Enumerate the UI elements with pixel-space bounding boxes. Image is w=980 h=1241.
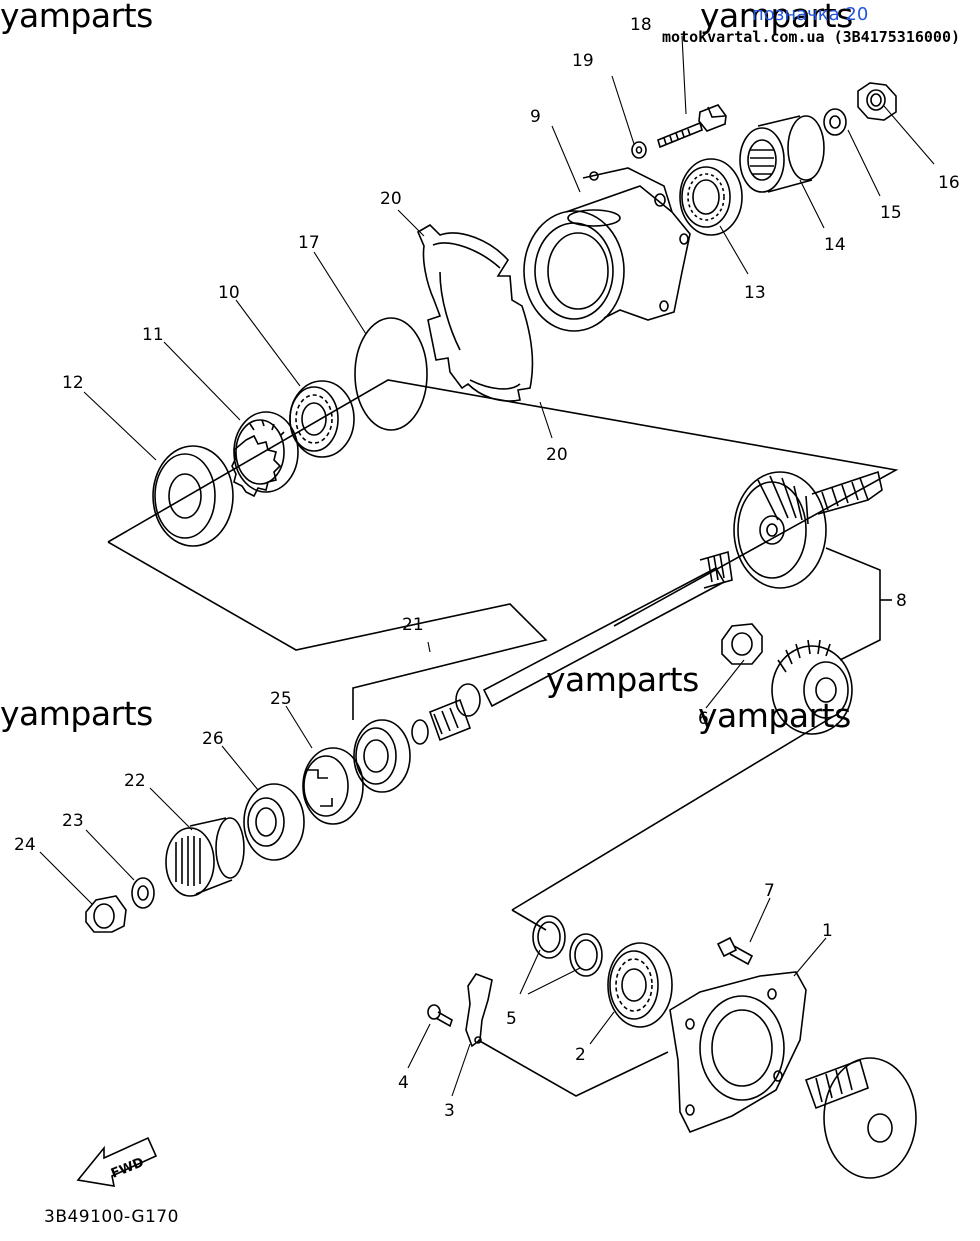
- part-9-housing[interactable]: [523, 167, 691, 332]
- part-25-bearing[interactable]: [353, 719, 411, 793]
- callout-18: 18: [630, 15, 652, 35]
- callout-14: 14: [824, 235, 846, 255]
- leader-lines: [39, 35, 935, 1097]
- part-3-plate[interactable]: [465, 973, 493, 1048]
- watermark-left: yamparts: [0, 694, 153, 733]
- callout-10: 10: [218, 283, 240, 303]
- part-1-housing[interactable]: [669, 971, 807, 1134]
- callout-6: 6: [698, 709, 709, 729]
- assembly-boundary-lower: [511, 715, 835, 911]
- callout-5: 5: [506, 1009, 517, 1029]
- part-21-shaft[interactable]: [411, 550, 733, 745]
- part-15-washer[interactable]: [823, 108, 847, 136]
- part-26-seal[interactable]: [243, 783, 305, 861]
- callout-16: 16: [938, 173, 960, 193]
- callout-17: 17: [298, 233, 320, 253]
- part-6-nut[interactable]: [721, 623, 763, 665]
- part-12-bearing[interactable]: [152, 445, 234, 547]
- callout-4: 4: [398, 1073, 409, 1093]
- callout-22: 22: [124, 771, 146, 791]
- callout-1: 1: [822, 921, 833, 941]
- fwd-arrow: FWD: [76, 1136, 158, 1187]
- part-18-bolt[interactable]: [657, 104, 727, 149]
- callout-12: 12: [62, 373, 84, 393]
- callout-25: 25: [270, 689, 292, 709]
- part-7-bolt[interactable]: [716, 936, 754, 966]
- part-8-bevel-gear[interactable]: [733, 470, 883, 589]
- part-24-nut[interactable]: [85, 895, 127, 933]
- part-20-gasket[interactable]: [416, 223, 534, 402]
- assembly-boundary-upper: [107, 379, 899, 627]
- callout-15: 15: [880, 203, 902, 223]
- watermark-top-right: yamparts: [700, 0, 853, 35]
- part-16-nut[interactable]: [857, 82, 897, 121]
- fwd-label: FWD: [109, 1155, 146, 1182]
- assembly-boundary-middle: [107, 541, 548, 720]
- part-23-washer[interactable]: [131, 877, 155, 909]
- callout-8: 8: [896, 591, 907, 611]
- callout-19: 19: [572, 51, 594, 71]
- part-2-bearing[interactable]: [607, 942, 673, 1028]
- part-17-o-ring[interactable]: [354, 317, 428, 431]
- assembly-boundary-bottom: [477, 1039, 669, 1097]
- callout-9: 9: [530, 107, 541, 127]
- part-4-screw[interactable]: [427, 1004, 453, 1028]
- part-22-needle-bearing[interactable]: [165, 817, 245, 897]
- part-10-bearing[interactable]: [289, 380, 355, 458]
- callout-13: 13: [744, 283, 766, 303]
- part-8-pinion-gear[interactable]: [771, 639, 853, 735]
- watermark-top-left: yamparts: [0, 0, 153, 35]
- callout-11: 11: [142, 325, 164, 345]
- callout-21: 21: [402, 615, 424, 635]
- part-14-cup[interactable]: [739, 115, 825, 193]
- callout-26: 26: [202, 729, 224, 749]
- output-gear[interactable]: [804, 1057, 917, 1179]
- callout-7: 7: [764, 881, 775, 901]
- callout-2: 2: [575, 1045, 586, 1065]
- part-8-bracket: [825, 547, 881, 661]
- part-11-collar[interactable]: [231, 411, 299, 498]
- callout-3: 3: [444, 1101, 455, 1121]
- callout-20-bottom: 20: [546, 445, 568, 465]
- callout-23: 23: [62, 811, 84, 831]
- part-13-bearing[interactable]: [679, 158, 743, 236]
- site-reference: motokvartal.com.ua (3B4175316000): [662, 28, 961, 46]
- part-5-shims[interactable]: [532, 915, 603, 977]
- part-19-washer[interactable]: [631, 141, 647, 159]
- callout-24: 24: [14, 835, 36, 855]
- tag-link[interactable]: позначка 20: [752, 4, 869, 25]
- callout-20-top: 20: [380, 189, 402, 209]
- part-26-collar[interactable]: [302, 747, 364, 825]
- diagram-code: 3B49100-G170: [44, 1207, 179, 1227]
- watermark-center: yamparts: [546, 660, 699, 699]
